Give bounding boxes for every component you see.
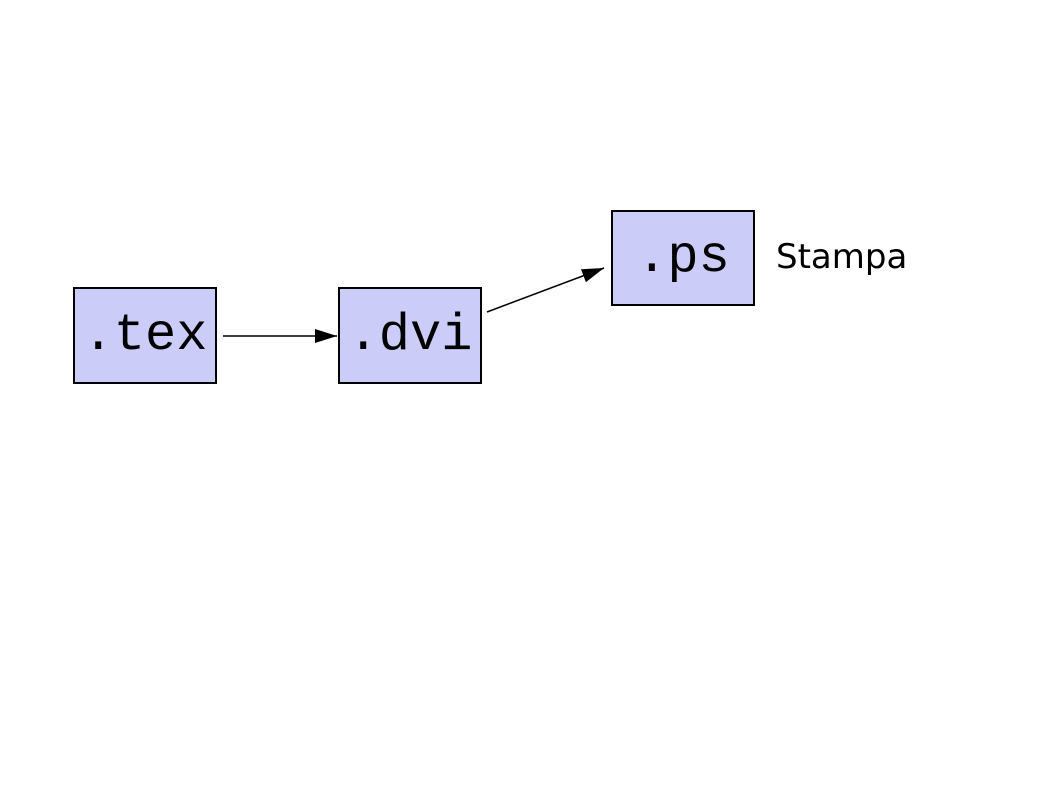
node-ps: .ps [611, 210, 755, 306]
node-dvi-label: .dvi [347, 305, 473, 365]
node-tex: .tex [73, 287, 217, 384]
node-dvi: .dvi [338, 287, 482, 384]
node-ps-label: .ps [636, 228, 730, 287]
annotation-stampa: Stampa [776, 237, 908, 277]
node-tex-label: .tex [82, 305, 208, 365]
arrow-dvi-to-ps [486, 267, 605, 313]
